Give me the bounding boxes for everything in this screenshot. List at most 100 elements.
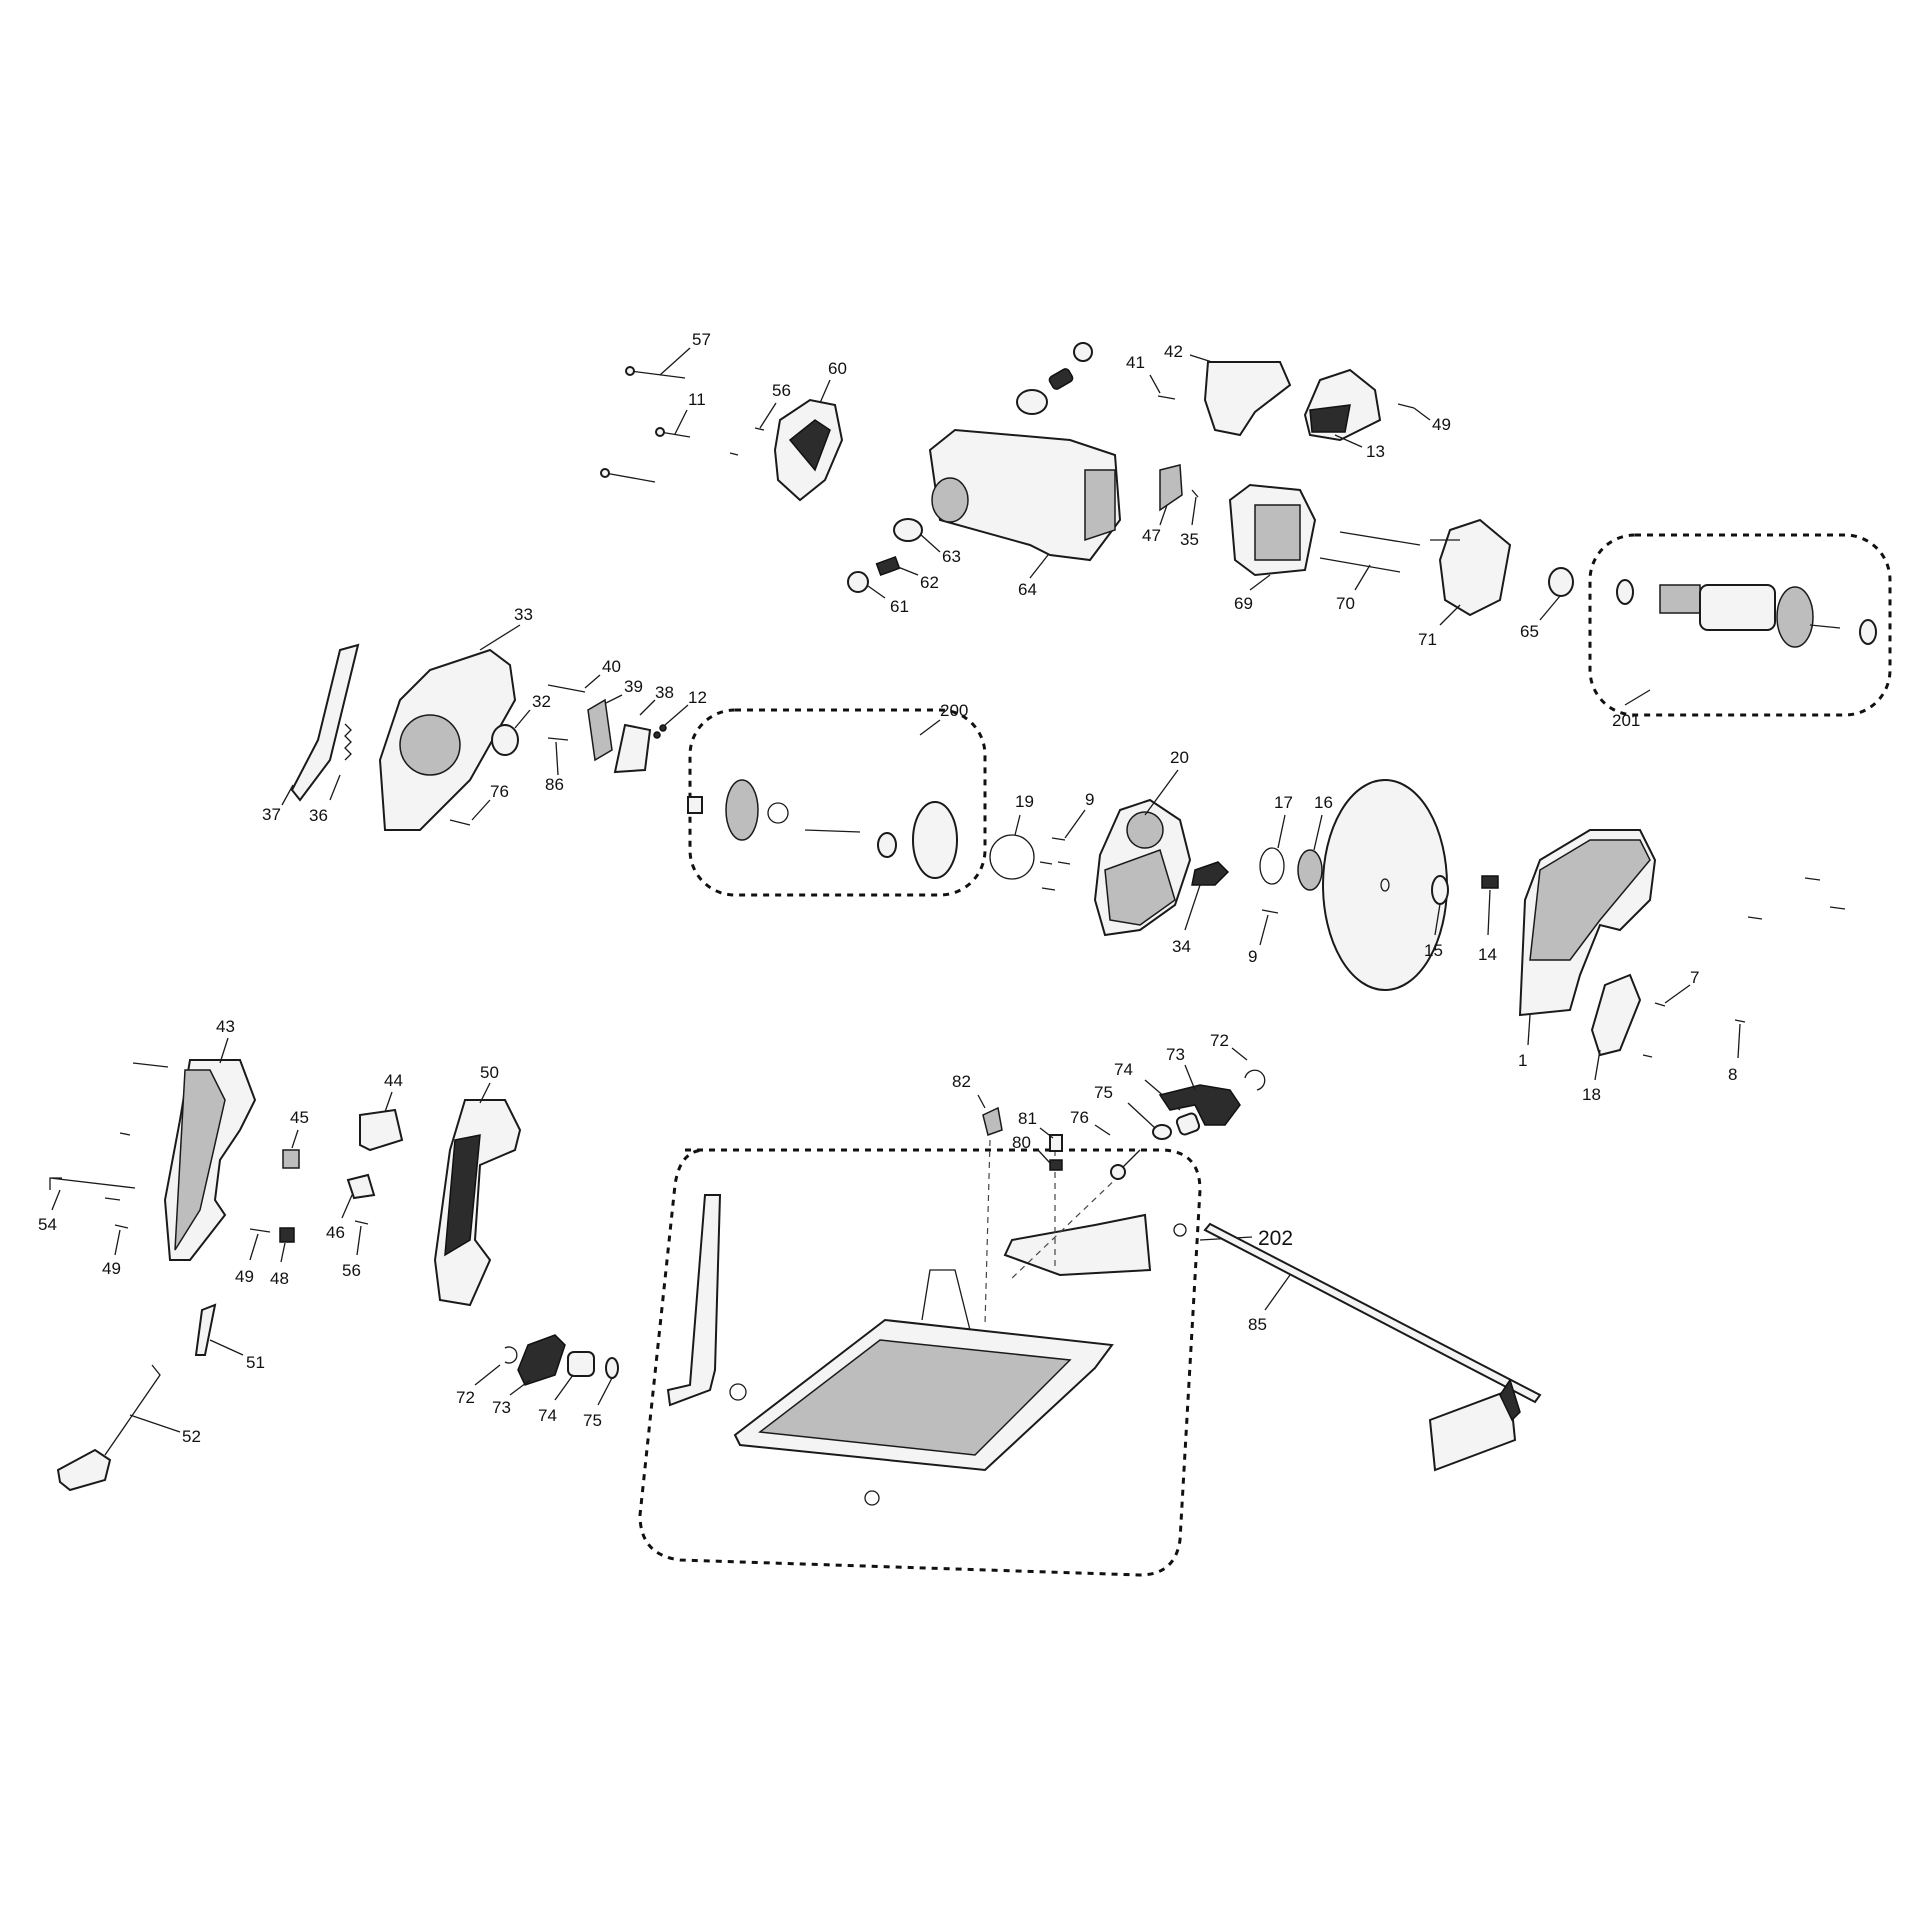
part-75-washer-lower	[597, 1357, 619, 1406]
part-72-clip-upper	[1231, 1047, 1266, 1091]
part-50-handle-half	[433, 1082, 522, 1307]
part-14-bolt	[1481, 875, 1499, 936]
label-42: 42	[1164, 342, 1183, 361]
label-9-lower: 9	[1248, 947, 1257, 966]
group-201-armature	[1588, 533, 1892, 717]
label-71: 71	[1418, 630, 1437, 649]
label-75-upper: 75	[1094, 1083, 1113, 1102]
part-72-clip-lower	[474, 1346, 518, 1386]
label-74-upper: 74	[1114, 1060, 1133, 1079]
part-36-spring	[329, 723, 352, 801]
part-19-circlip	[989, 814, 1035, 880]
housing-bushing-parts	[1016, 342, 1093, 415]
part-48	[279, 1227, 295, 1263]
part-39-plate	[587, 694, 623, 762]
label-70: 70	[1336, 594, 1355, 613]
group-200-gearbox	[687, 708, 987, 897]
label-202: 202	[1258, 1227, 1293, 1250]
label-56-lower: 56	[342, 1261, 361, 1280]
part-51-cable-sleeve	[194, 1303, 244, 1356]
label-85: 85	[1248, 1315, 1267, 1334]
part-42-cover	[1189, 354, 1292, 437]
label-80: 80	[1012, 1133, 1031, 1152]
label-52: 52	[182, 1427, 201, 1446]
label-43: 43	[216, 1017, 235, 1036]
part-49-pin	[249, 1228, 271, 1261]
label-34: 34	[1172, 937, 1191, 956]
group-202-base	[638, 1148, 1253, 1577]
label-38: 38	[655, 683, 674, 702]
part-70-bolts	[1319, 531, 1421, 591]
label-48: 48	[270, 1269, 289, 1288]
part-80-nut	[1037, 1149, 1063, 1171]
label-63: 63	[942, 547, 961, 566]
part-73-lever-upper	[1158, 1064, 1241, 1126]
label-54: 54	[38, 1215, 57, 1234]
label-19: 19	[1015, 792, 1034, 811]
part-61	[847, 571, 886, 599]
guard-screws	[1747, 877, 1846, 920]
part-12-screws	[653, 704, 689, 739]
label-18: 18	[1582, 1085, 1601, 1104]
part-11-screw	[655, 409, 691, 438]
label-20: 20	[1170, 748, 1189, 767]
label-73-lower: 73	[492, 1398, 511, 1417]
part-20-upper-guard	[1093, 769, 1192, 937]
part-76-bolt	[1094, 1124, 1141, 1180]
label-72-lower: 72	[456, 1388, 475, 1407]
part-54-hex-key	[49, 1177, 136, 1211]
label-76-base: 76	[1070, 1108, 1089, 1127]
part-41-screw	[1149, 374, 1176, 400]
label-69: 69	[1234, 594, 1253, 613]
part-8-screw	[1734, 1019, 1746, 1059]
label-49-mid: 49	[235, 1267, 254, 1286]
long-screw	[600, 468, 656, 483]
label-1: 1	[1518, 1051, 1527, 1070]
part-74-bushing-lower	[554, 1351, 595, 1401]
label-65: 65	[1520, 622, 1539, 641]
part-37-lever	[281, 643, 360, 806]
part-40-pin	[547, 674, 601, 693]
label-61: 61	[890, 597, 909, 616]
label-86: 86	[545, 775, 564, 794]
label-50: 50	[480, 1063, 499, 1082]
part-9-screw-lower	[1259, 909, 1279, 946]
part-64-motor-housing	[928, 428, 1122, 579]
part-81-screw	[1039, 1127, 1063, 1152]
part-32-bearing	[491, 709, 531, 756]
label-37: 37	[262, 805, 281, 824]
label-46: 46	[326, 1223, 345, 1242]
label-82: 82	[952, 1072, 971, 1091]
part-13-handle-cap	[1303, 368, 1382, 448]
label-60: 60	[828, 359, 847, 378]
label-64: 64	[1018, 580, 1037, 599]
label-44: 44	[384, 1071, 403, 1090]
part-56-screw	[754, 402, 777, 431]
label-13: 13	[1366, 442, 1385, 461]
label-41: 41	[1126, 353, 1145, 372]
label-72-upper: 72	[1210, 1031, 1229, 1050]
label-75-lower: 75	[583, 1411, 602, 1430]
label-62: 62	[920, 573, 939, 592]
label-49-top: 49	[1432, 415, 1451, 434]
part-9-screws	[1039, 809, 1086, 891]
label-201: 201	[1612, 711, 1640, 730]
small-screw-18	[1642, 1054, 1653, 1058]
small-screw	[729, 452, 739, 456]
part-38-bracket	[613, 699, 656, 774]
part-75-washer-upper	[1127, 1102, 1172, 1140]
label-14: 14	[1478, 945, 1497, 964]
part-62	[875, 555, 919, 577]
label-17: 17	[1274, 793, 1293, 812]
label-56-top: 56	[772, 381, 791, 400]
label-81: 81	[1018, 1109, 1037, 1128]
part-63-bushing	[893, 518, 941, 553]
label-76-mid: 76	[490, 782, 509, 801]
part-57-screw	[625, 347, 691, 379]
part-49-screw-top	[1397, 403, 1431, 421]
part-76-screw-mid	[449, 799, 491, 826]
part-52-power-cord	[56, 1364, 181, 1492]
part-47	[1159, 464, 1183, 526]
label-74-lower: 74	[538, 1406, 557, 1425]
